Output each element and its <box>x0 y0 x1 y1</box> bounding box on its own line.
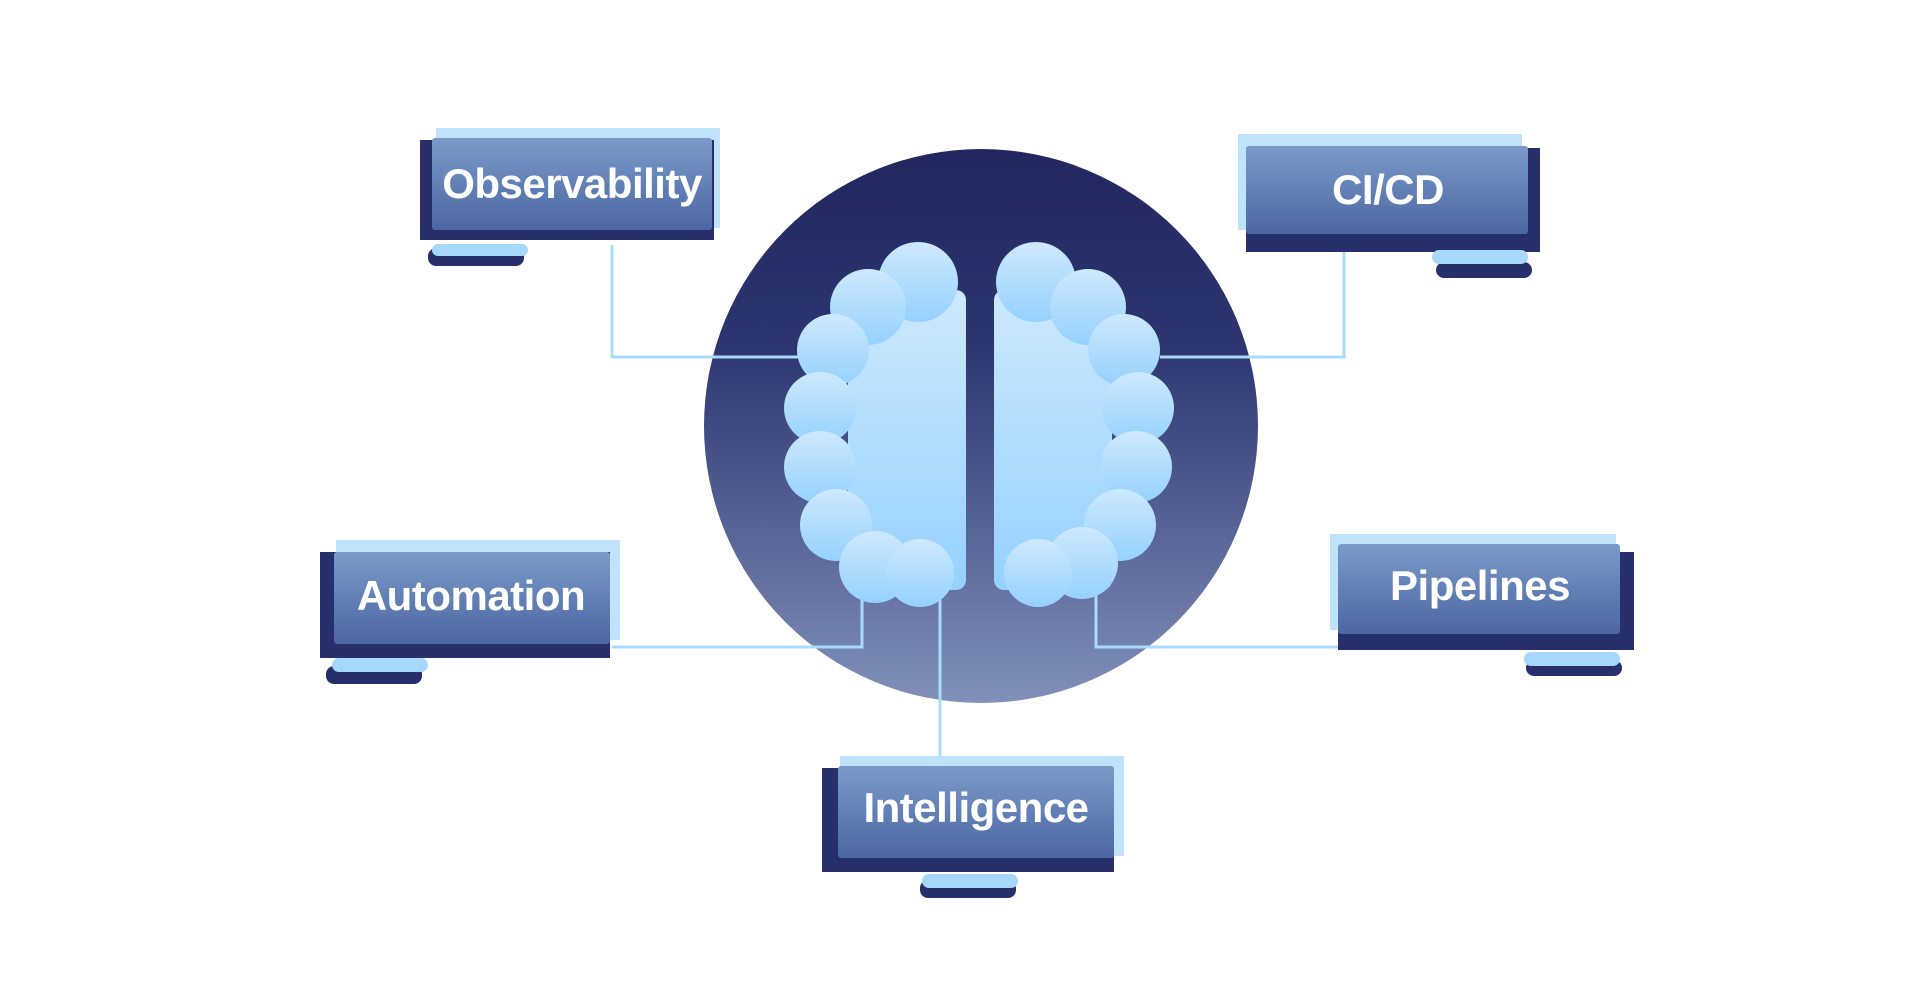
node-cicd-face <box>1246 146 1528 234</box>
node-intelligence: Intelligence <box>822 756 1124 898</box>
node-cicd-base-light <box>1432 250 1528 264</box>
node-automation-face <box>334 552 610 644</box>
node-observability: Observability <box>420 128 720 266</box>
connector-automation <box>612 583 864 649</box>
connectors <box>610 245 1370 768</box>
brain-icon <box>784 242 1174 607</box>
node-automation-base-light <box>332 658 428 672</box>
node-pipelines: Pipelines <box>1330 534 1634 676</box>
connector-cicd <box>1160 252 1346 359</box>
node-observability-label: Observability <box>442 160 703 207</box>
connector-pipelines <box>1094 583 1370 649</box>
node-automation: Automation <box>320 540 620 684</box>
node-pipelines-label: Pipelines <box>1390 562 1570 609</box>
node-observability-face <box>432 138 712 230</box>
node-pipelines-base-light <box>1524 652 1620 666</box>
node-pipelines-face <box>1338 544 1620 634</box>
node-cicd: CI/CD <box>1238 134 1540 278</box>
node-intelligence-face <box>838 766 1114 858</box>
node-intelligence-label: Intelligence <box>863 784 1088 831</box>
node-cicd-base <box>1436 262 1532 278</box>
connector-observability <box>610 245 800 359</box>
node-intelligence-base-light <box>922 874 1018 888</box>
node-automation-label: Automation <box>357 572 585 619</box>
node-observability-base-light <box>432 244 528 256</box>
node-cicd-label: CI/CD <box>1332 166 1444 213</box>
